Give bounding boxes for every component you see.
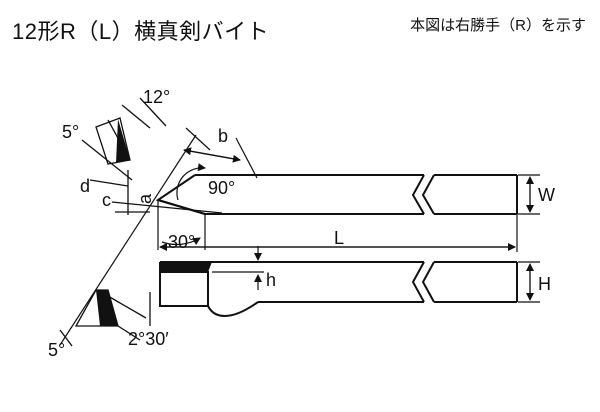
label-d: d (80, 176, 90, 196)
label-5deg-bottom: 5° (48, 340, 65, 360)
label-c: c (102, 190, 111, 210)
angle-90-arc (176, 163, 206, 201)
dim-H (518, 261, 540, 303)
label-W: W (538, 185, 555, 205)
shank-side-view (159, 261, 518, 317)
shank-top-view (155, 174, 518, 215)
label-30: 30° (168, 232, 195, 252)
label-L: L (334, 228, 344, 248)
construction-lines (59, 134, 518, 346)
label-H: H (538, 274, 551, 294)
page-title: 12形R（L）横真剣バイト (12, 19, 270, 44)
label-12deg: 12° (143, 87, 170, 107)
orientation-note: 本図は右勝手（R）を示す (410, 17, 586, 34)
dim-b (183, 127, 258, 179)
tip-insert-top (116, 119, 130, 163)
label-a: a (135, 193, 155, 204)
label-2deg30: 2°30′ (128, 329, 169, 349)
label-5deg-top: 5° (62, 122, 79, 142)
tip-insert-bottom (96, 290, 118, 326)
side-insert (160, 262, 212, 272)
dim-h (212, 246, 264, 290)
label-h: h (266, 270, 276, 290)
angle-30-arc (161, 237, 201, 246)
dim-W (518, 174, 540, 215)
label-90: 90° (208, 178, 235, 198)
label-b: b (218, 126, 228, 146)
